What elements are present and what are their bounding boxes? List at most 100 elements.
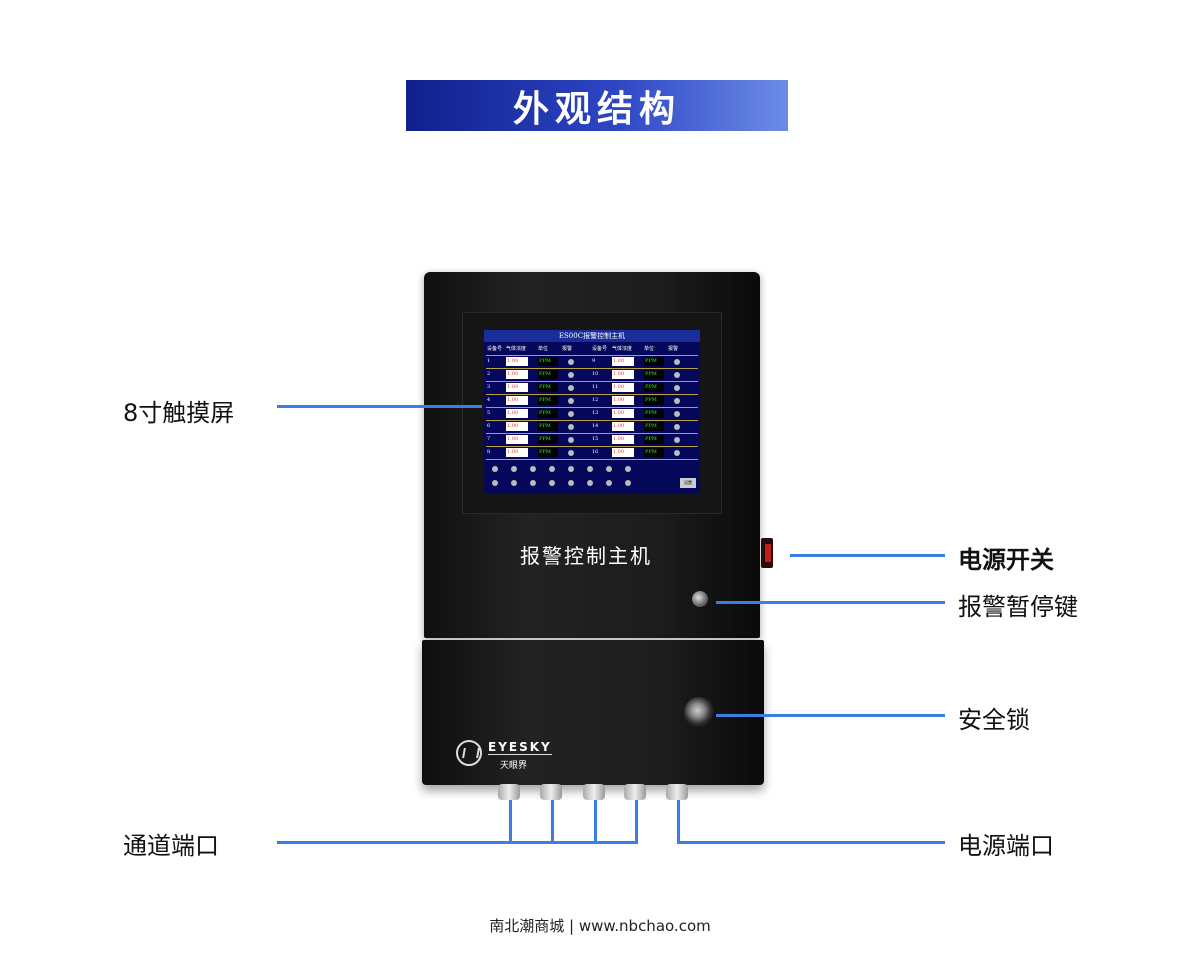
screen-alarm-dot-icon <box>568 437 574 443</box>
screen-unit-box: PPM <box>538 422 558 431</box>
screen-header: 单位 <box>644 346 655 352</box>
safety-lock-leader-line <box>716 714 945 717</box>
screen-value-box: 1.00 <box>612 396 634 405</box>
screen-status-dot-icon <box>568 466 574 472</box>
screen-alarm-dot-icon <box>568 385 574 391</box>
alarm-pause-leader-line <box>716 601 945 604</box>
screen-row-id: 5 <box>487 410 491 416</box>
channel-port-1 <box>498 784 520 800</box>
screen-alarm-dot-icon <box>674 450 680 456</box>
screen-row-id: 3 <box>487 384 491 390</box>
callout-power-port: 电源端口 <box>958 832 1054 860</box>
screen-settings-button: 设置 <box>680 478 696 488</box>
screen-unit-box: PPM <box>538 357 558 366</box>
screen-header: 气体浓度 <box>612 346 633 352</box>
screen-alarm-dot-icon <box>568 450 574 456</box>
screen-grid-line <box>486 446 698 447</box>
screen-row-id: 1 <box>487 358 491 364</box>
screen-unit-box: PPM <box>644 357 664 366</box>
screen-value-box: 1.00 <box>506 422 528 431</box>
screen-alarm-dot-icon <box>674 385 680 391</box>
screen-alarm-dot-icon <box>674 424 680 430</box>
screen-status-dot-icon <box>492 480 498 486</box>
screen-value-box: 1.00 <box>506 448 528 457</box>
channel-drop-1 <box>509 800 512 842</box>
callout-alarm-pause: 报警暂停键 <box>958 593 1078 621</box>
screen-alarm-dot-icon <box>568 359 574 365</box>
screen-unit-box: PPM <box>538 383 558 392</box>
screen-unit-box: PPM <box>644 370 664 379</box>
channel-port-4 <box>624 784 646 800</box>
screen-alarm-dot-icon <box>674 372 680 378</box>
brand-logo: EYESKY 天眼界 <box>456 736 556 772</box>
screen-status-dot-icon <box>568 480 574 486</box>
screen-unit-box: PPM <box>538 370 558 379</box>
screen-row-id: 15 <box>592 436 599 442</box>
screen-title: ES00C报警控制主机 <box>558 332 626 340</box>
screen-value-box: 1.00 <box>612 448 634 457</box>
screen-alarm-dot-icon <box>674 398 680 404</box>
power-port-drop <box>677 800 680 844</box>
screen-alarm-dot-icon <box>674 359 680 365</box>
screen-grid-line <box>486 355 698 356</box>
screen-title-bar: ES00C报警控制主机 <box>484 330 700 342</box>
screen-row-id: 6 <box>487 423 491 429</box>
logo-emblem-icon <box>456 740 482 766</box>
page-title: 外观结构 <box>512 88 681 130</box>
channel-drop-2 <box>551 800 554 842</box>
screen-row-id: 2 <box>487 371 491 377</box>
screen-row-id: 16 <box>592 449 599 455</box>
screen-row-id: 8 <box>487 449 491 455</box>
screen-status-dot-icon <box>606 466 612 472</box>
callout-power-switch: 电源开关 <box>958 546 1054 574</box>
screen-grid-line <box>486 420 698 421</box>
screen-value-box: 1.00 <box>612 409 634 418</box>
screen-status-dot-icon <box>530 480 536 486</box>
power-switch-icon <box>761 538 773 568</box>
screen-status-dot-icon <box>511 466 517 472</box>
screen-alarm-dot-icon <box>568 398 574 404</box>
screen-value-box: 1.00 <box>506 396 528 405</box>
screen-unit-box: PPM <box>644 396 664 405</box>
screen-alarm-dot-icon <box>674 411 680 417</box>
screen-value-box: 1.00 <box>506 383 528 392</box>
screen-alarm-dot-icon <box>568 372 574 378</box>
touchscreen-leader-line <box>277 405 482 408</box>
callout-touchscreen: 8寸触摸屏 <box>123 399 235 427</box>
screen-header: 单位 <box>538 346 549 352</box>
screen-header: 报警 <box>562 346 573 352</box>
channel-drop-4 <box>635 800 638 842</box>
power-port <box>666 784 688 800</box>
screen-row-id: 7 <box>487 436 491 442</box>
screen-grid-line <box>486 381 698 382</box>
screen-status-dot-icon <box>587 466 593 472</box>
screen-row-id: 13 <box>592 410 599 416</box>
screen-grid-line <box>486 407 698 408</box>
screen-value-box: 1.00 <box>612 422 634 431</box>
screen-unit-box: PPM <box>538 435 558 444</box>
screen-status-dot-icon <box>587 480 593 486</box>
screen-row-id: 10 <box>592 371 599 377</box>
screen-header: 设备号 <box>592 346 608 352</box>
screen-header: 报警 <box>668 346 679 352</box>
screen-grid-line <box>486 368 698 369</box>
logo-sub: 天眼界 <box>500 761 528 771</box>
callout-safety-lock: 安全锁 <box>958 706 1030 734</box>
screen-value-box: 1.00 <box>506 357 528 366</box>
screen-status-dot-icon <box>606 480 612 486</box>
safety-lock-icon <box>684 697 714 727</box>
screen-grid-line <box>486 433 698 434</box>
power-port-leader-line <box>677 841 945 844</box>
screen-unit-box: PPM <box>538 396 558 405</box>
screen-grid-line <box>486 394 698 395</box>
screen-alarm-dot-icon <box>674 437 680 443</box>
screen-unit-box: PPM <box>644 409 664 418</box>
screen-header: 设备号 <box>487 346 503 352</box>
screen-status-dot-icon <box>549 466 555 472</box>
alarm-pause-button-icon <box>692 591 708 607</box>
title-banner: 外观结构 <box>406 80 788 131</box>
screen-unit-box: PPM <box>644 435 664 444</box>
screen-unit-box: PPM <box>644 422 664 431</box>
